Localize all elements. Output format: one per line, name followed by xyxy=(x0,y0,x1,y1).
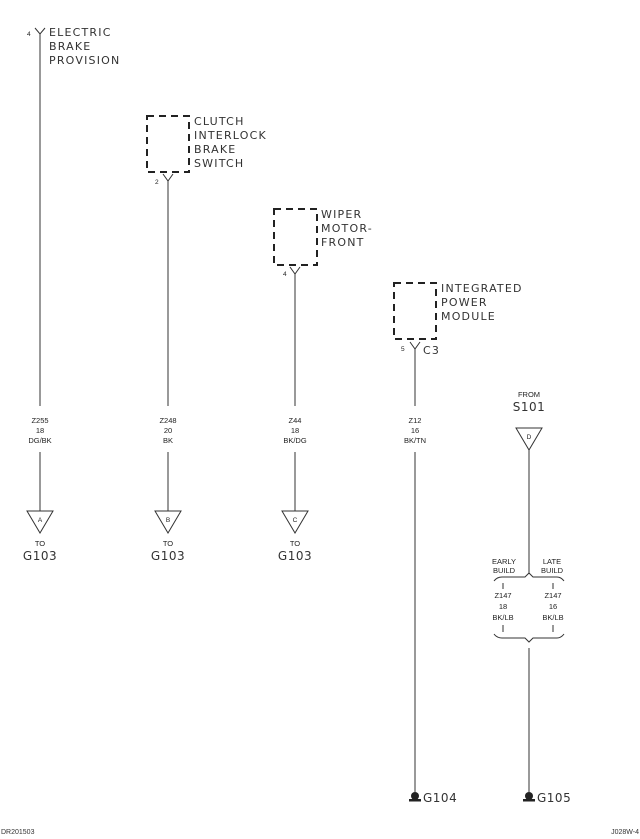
component-label-line: SWITCH xyxy=(194,157,244,170)
build-variants: EARLY BUILD LATE BUILD Z147 18 BK/LB Z14… xyxy=(492,557,565,643)
top-brace-icon xyxy=(493,572,565,582)
wire-gauge: 18 xyxy=(499,602,507,611)
ground-label: G105 xyxy=(537,791,571,805)
ground-icon xyxy=(409,792,421,802)
pin-number: 4 xyxy=(27,31,31,38)
connector-pin-icon xyxy=(409,341,421,350)
ground-icon xyxy=(523,792,535,802)
pin-number: 2 xyxy=(155,179,159,186)
wire-label-z44: Z44 18 BK/DG xyxy=(283,416,307,445)
component-label-line: MODULE xyxy=(441,310,496,323)
splice-triangle-icon xyxy=(26,510,54,534)
component-label-line: WIPER xyxy=(321,208,362,221)
component-label-line: MOTOR- xyxy=(321,222,373,235)
component-clutch-interlock-brake-switch: CLUTCH INTERLOCK BRAKE SWITCH 2 xyxy=(146,115,267,186)
splice-from-label: FROM xyxy=(518,390,540,399)
wire-gauge: 20 xyxy=(164,426,172,435)
connector-pin-icon xyxy=(162,173,174,182)
component-label-line: INTEGRATED xyxy=(441,282,523,295)
wire-label-z248: Z248 20 BK xyxy=(159,416,176,445)
wire-circuit: Z12 xyxy=(409,416,422,425)
build-label-line: BUILD xyxy=(541,566,564,575)
ground-g105: G105 xyxy=(523,791,571,805)
component-label-line: INTERLOCK xyxy=(194,129,267,142)
bottom-brace-icon xyxy=(493,633,565,643)
component-integrated-power-module: INTEGRATED POWER MODULE 5 C3 xyxy=(393,282,523,357)
splice-letter: D xyxy=(527,434,532,441)
wire-color: DG/BK xyxy=(28,436,51,445)
splice-triangle-icon xyxy=(281,510,309,534)
wire-circuit: Z248 xyxy=(159,416,176,425)
splice-letter: C xyxy=(293,517,298,524)
component-label-line: FRONT xyxy=(321,236,365,249)
splice-source: S101 xyxy=(513,400,546,414)
connector-pin-icon xyxy=(34,27,46,35)
ground-label: G104 xyxy=(423,791,457,805)
component-electric-brake-provision: 4 ELECTRIC BRAKE PROVISION xyxy=(27,26,120,67)
component-label-line: PROVISION xyxy=(49,54,120,67)
footer-page-id: J028W-4 xyxy=(611,829,639,836)
connector-pin-icon xyxy=(289,266,301,275)
component-label-line: BRAKE xyxy=(194,143,236,156)
splice-letter: B xyxy=(166,517,170,524)
wire-label-z12: Z12 16 BK/TN xyxy=(404,416,426,445)
wire-gauge: 18 xyxy=(36,426,44,435)
component-label-line: ELECTRIC xyxy=(49,26,112,39)
footer-figure-id: DR201503 xyxy=(1,829,35,836)
wire-color: BK/LB xyxy=(492,613,513,622)
connector-id: C3 xyxy=(423,344,440,357)
component-label-line: POWER xyxy=(441,296,488,309)
wire-circuit: Z255 xyxy=(31,416,48,425)
splice-b: B TO G103 xyxy=(151,510,185,563)
component-label-line: CLUTCH xyxy=(194,115,245,128)
splice-destination: G103 xyxy=(23,549,57,563)
wire-circuit: Z44 xyxy=(289,416,302,425)
wire-gauge: 16 xyxy=(549,602,557,611)
splice-triangle-icon xyxy=(154,510,182,534)
splice-a: A TO G103 xyxy=(23,510,57,563)
splice-d-from-s101: FROM S101 D xyxy=(513,390,546,451)
component-box xyxy=(146,115,190,173)
component-box xyxy=(273,208,318,266)
wire-color: BK xyxy=(163,436,173,445)
wire-gauge: 18 xyxy=(291,426,299,435)
wire-label-z255: Z255 18 DG/BK xyxy=(28,416,51,445)
ground-g104: G104 xyxy=(409,791,457,805)
splice-to-label: TO xyxy=(290,539,300,548)
component-label-line: BRAKE xyxy=(49,40,91,53)
build-label-line: EARLY xyxy=(492,557,516,566)
wire-color: BK/LB xyxy=(542,613,563,622)
wire-color: BK/TN xyxy=(404,436,426,445)
pin-number: 5 xyxy=(401,346,405,353)
splice-triangle-icon xyxy=(515,427,543,451)
splice-to-label: TO xyxy=(163,539,173,548)
wire-gauge: 16 xyxy=(411,426,419,435)
wire-circuit: Z147 xyxy=(494,591,511,600)
splice-destination: G103 xyxy=(278,549,312,563)
build-label-line: LATE xyxy=(543,557,561,566)
wire-color: BK/DG xyxy=(283,436,307,445)
build-label-line: BUILD xyxy=(493,566,516,575)
wire-circuit: Z147 xyxy=(544,591,561,600)
splice-to-label: TO xyxy=(35,539,45,548)
splice-c: C TO G103 xyxy=(278,510,312,563)
component-wiper-motor-front: WIPER MOTOR- FRONT 4 xyxy=(273,208,373,278)
splice-destination: G103 xyxy=(151,549,185,563)
pin-number: 4 xyxy=(283,271,287,278)
splice-letter: A xyxy=(38,517,43,524)
component-box xyxy=(393,282,437,340)
